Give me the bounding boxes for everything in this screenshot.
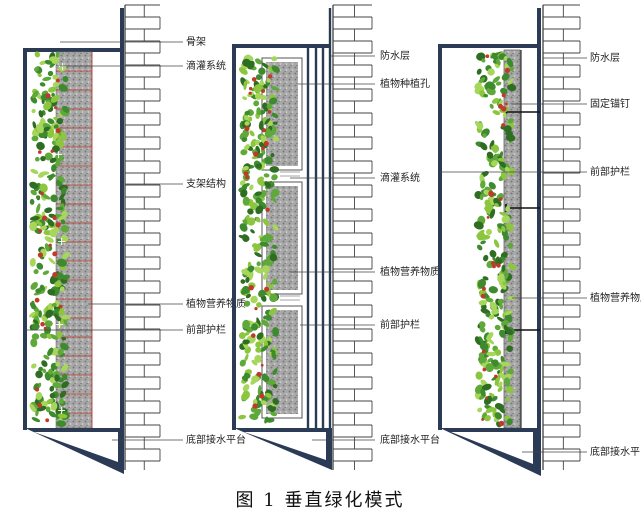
label-anchor-bolt: 固定锚钉: [590, 97, 630, 110]
panel-1-drip-irrigation: + + + + + 骨架 滴灌系统 支架结构 植物营养物质 前部护栏 底部接水平…: [23, 4, 246, 474]
leader-lines: [440, 57, 587, 453]
label-waterproof-layer: 防水层: [590, 51, 620, 64]
brick-wall: [124, 4, 161, 470]
svg-text:+: +: [55, 318, 64, 331]
skeleton-frame: [232, 44, 330, 430]
label-drip-irrigation: 滴灌系统: [380, 171, 420, 184]
label-bottom-water-tray: 底部接水平台: [380, 433, 440, 446]
brick-wall: [542, 4, 581, 470]
label-front-guardrail: 前部护栏: [186, 323, 226, 336]
waterproof-layer-lines: [306, 8, 332, 430]
brick-wall: [332, 4, 373, 470]
label-front-guardrail: 前部护栏: [590, 165, 630, 178]
label-bottom-water-tray: 底部接水平台: [186, 433, 246, 446]
skeleton-frame: [23, 8, 124, 430]
figure-caption: 图 1 垂直绿化模式: [236, 490, 405, 511]
label-planting-hole: 植物种植孔: [380, 77, 430, 90]
svg-text:+: +: [54, 148, 63, 161]
label-drip-irrigation: 滴灌系统: [186, 59, 226, 72]
planting-box-top: [261, 57, 303, 171]
plant-column: [238, 54, 280, 424]
label-plant-nutrients: 植物营养物质: [380, 265, 440, 278]
svg-text:+: +: [57, 235, 66, 248]
panel-3-anchored-panel: 防水层 固定锚钉 前部护栏 植物营养物质 底部接水平台: [438, 4, 641, 476]
label-support-structure: 支架结构: [186, 177, 226, 190]
label-skeleton: 骨架: [186, 36, 206, 48]
plant-column: [29, 51, 71, 427]
label-plant-nutrients: 植物营养物质: [186, 297, 246, 310]
leader-lines: [25, 41, 183, 441]
label-plant-nutrients: 植物营养物质: [590, 291, 641, 304]
label-front-guardrail: 前部护栏: [380, 318, 420, 331]
label-waterproof-layer: 防水层: [380, 49, 410, 62]
irrigation-nozzles: + + + + +: [54, 60, 67, 417]
leader-lines: [290, 55, 375, 441]
skeleton-frame: [438, 8, 541, 430]
panel-2-planting-boxes: 防水层 植物种植孔 滴灌系统 植物营养物质 前部护栏 底部接水平台: [232, 4, 440, 470]
svg-text:+: +: [57, 404, 66, 417]
svg-text:+: +: [58, 60, 67, 73]
label-bottom-water-tray: 底部接水平台: [590, 445, 641, 458]
plant-column: [473, 51, 517, 428]
